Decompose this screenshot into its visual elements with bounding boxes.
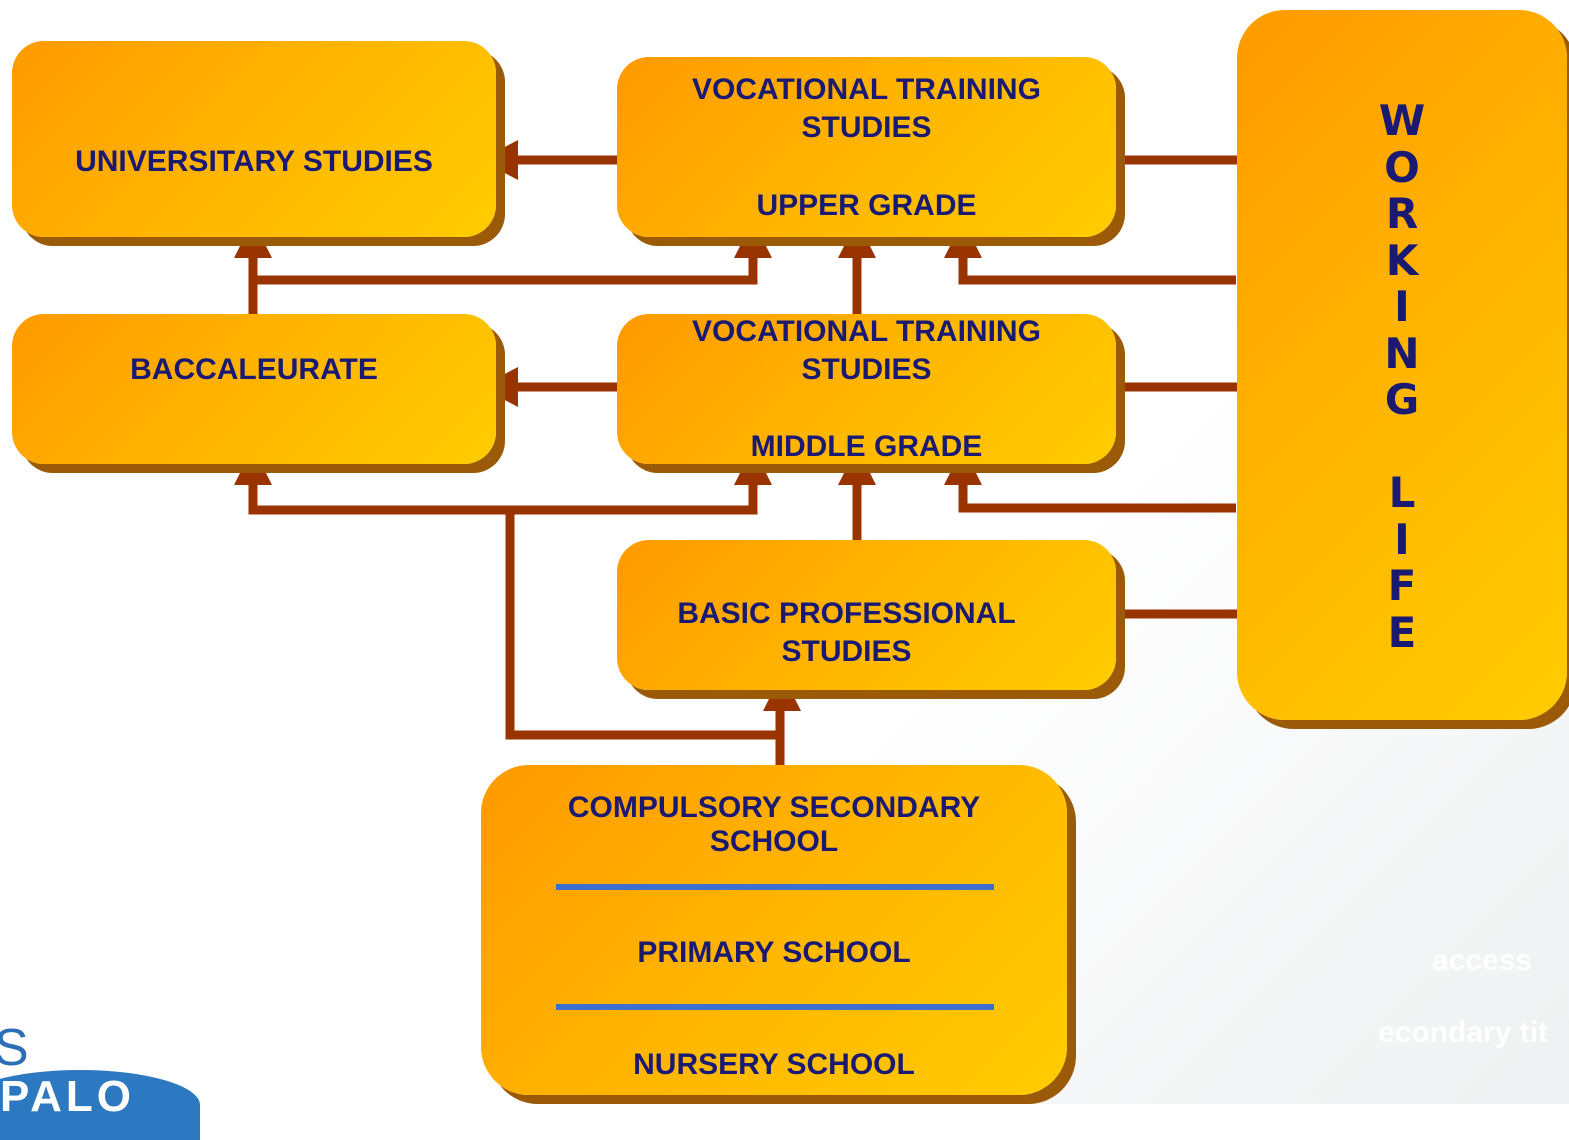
vocational-upper-grade: UPPER GRADE (756, 189, 977, 222)
arrowhead (838, 220, 876, 258)
vocational-middle-title-1: VOCATIONAL TRAINING (692, 315, 1041, 348)
letter: G (1384, 375, 1420, 424)
arrowhead (763, 673, 801, 711)
footnote-access: access (1432, 944, 1533, 977)
letter: F (1387, 561, 1417, 610)
arrowhead (234, 220, 272, 258)
arrow-working-to-middle (958, 482, 1236, 513)
connector-arrows (234, 140, 1282, 765)
arrowhead (734, 447, 772, 485)
letter: I (1394, 514, 1410, 564)
letter: R (1385, 189, 1419, 238)
primary-school-label: PRIMARY SCHOOL (637, 936, 911, 969)
letter: I (1394, 282, 1410, 331)
arrow-bacc-to-upper (248, 255, 758, 314)
basic-professional-line-1: BASIC PROFESSIONAL (677, 597, 1016, 630)
vocational-middle-grade: MIDDLE GRADE (750, 430, 983, 463)
basic-professional-line-2: STUDIES (781, 635, 912, 668)
footnote-secondary: econdary tit (1378, 1016, 1549, 1049)
divider-line (556, 884, 994, 890)
vocational-upper-title-2: STUDIES (801, 111, 932, 144)
letter-space (1237, 424, 1567, 471)
arrowhead (234, 447, 272, 485)
logo-letter: S (0, 1019, 29, 1077)
box-baccaleurate: BACCALEURATE (12, 314, 496, 464)
working-life-vertical-text: W O R K I N G L I F E (1237, 96, 1567, 657)
box-working-life: W O R K I N G L I F E (1237, 10, 1567, 720)
arrowhead (944, 447, 982, 485)
nursery-school-label: NURSERY SCHOOL (633, 1048, 915, 1081)
arrowhead (944, 220, 982, 258)
arrow-working-to-upper (958, 255, 1236, 285)
compulsory-secondary-line-1: COMPULSORY SECONDARY (567, 791, 981, 824)
box-vocational-upper: VOCATIONAL TRAINING STUDIES UPPER GRADE (617, 57, 1116, 237)
letter: E (1387, 607, 1417, 657)
box-vocational-middle: VOCATIONAL TRAINING STUDIES MIDDLE GRADE (617, 314, 1116, 464)
letter: W (1378, 96, 1426, 145)
arrowhead (480, 140, 518, 180)
arrow-school-trunk (505, 510, 785, 765)
arrowhead (480, 367, 518, 407)
logo-text: PALO (0, 1072, 135, 1121)
box-schools: COMPULSORY SECONDARY SCHOOL PRIMARY SCHO… (481, 765, 1067, 1095)
arrowhead (838, 447, 876, 485)
arrowhead (734, 220, 772, 258)
vocational-middle-title-2: STUDIES (801, 353, 932, 386)
divider-line (556, 1004, 994, 1010)
letter: O (1384, 142, 1420, 192)
box-universitary-studies: UNIVERSITARY STUDIES (12, 41, 496, 237)
arrow-school-to-bacc-middle (248, 482, 758, 515)
universitary-label: UNIVERSITARY STUDIES (75, 145, 433, 178)
box-basic-professional: BASIC PROFESSIONAL STUDIES (617, 540, 1116, 690)
letter: L (1388, 468, 1416, 517)
letter: K (1385, 235, 1419, 285)
vocational-upper-title-1: VOCATIONAL TRAINING (692, 73, 1041, 106)
letter: N (1384, 328, 1420, 378)
compulsory-secondary-line-2: SCHOOL (709, 825, 839, 858)
baccaleurate-label: BACCALEURATE (130, 353, 378, 386)
